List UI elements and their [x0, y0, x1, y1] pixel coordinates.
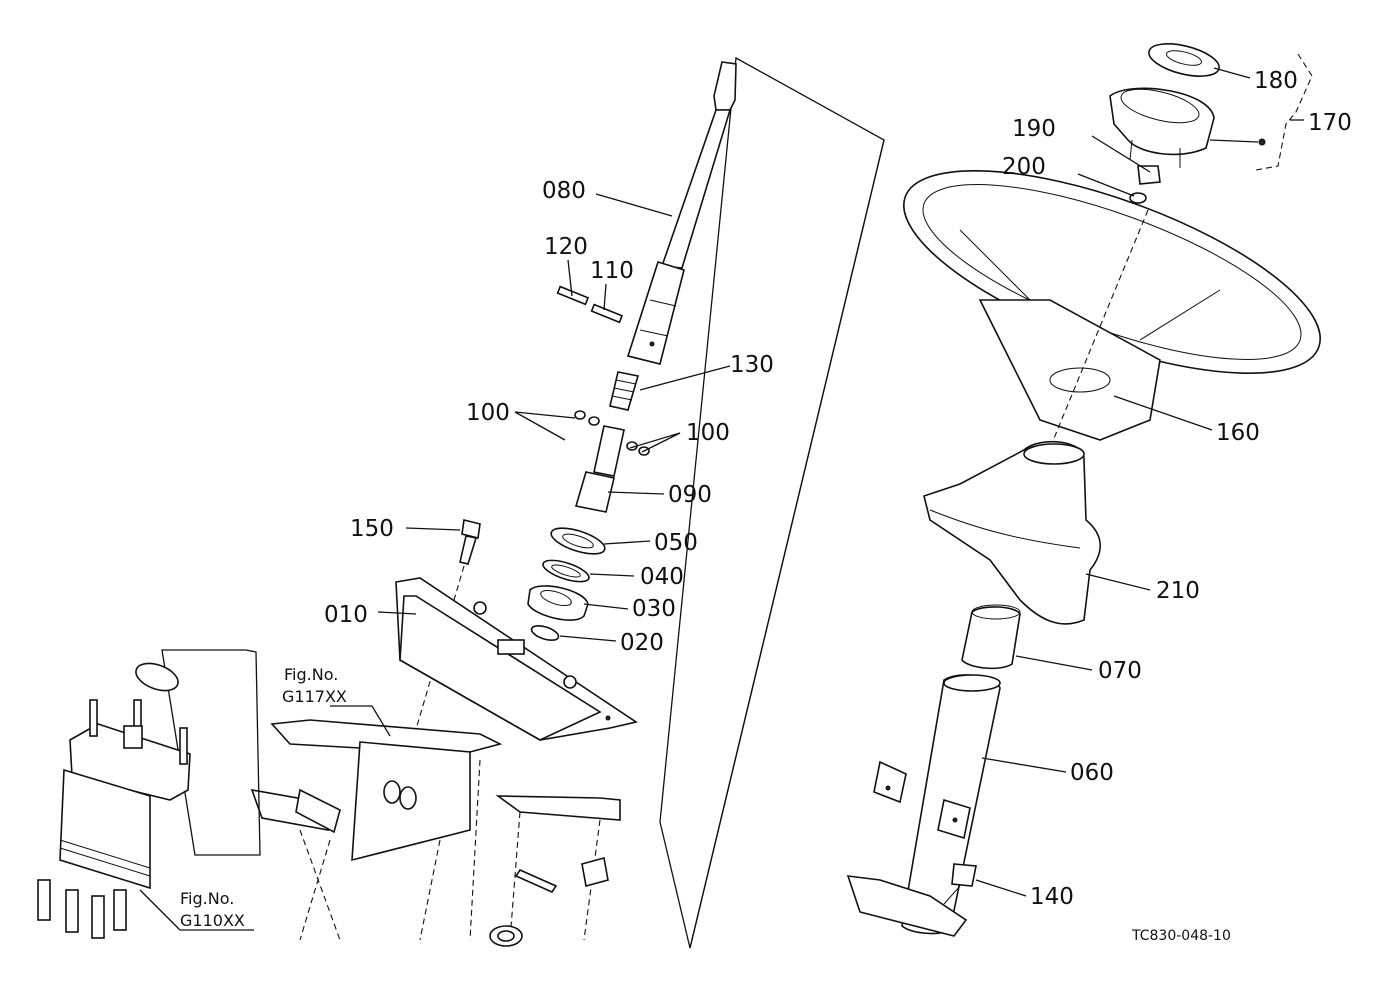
callout-070: 070 — [1098, 658, 1142, 684]
callout-030: 030 — [632, 596, 676, 622]
drawing-code: TC830-048-10 — [1131, 928, 1231, 944]
figure-references: Fig.No. G117XX Fig.No. G110XX — [180, 665, 347, 930]
steering-cover — [1109, 87, 1215, 156]
callout-150: 150 — [350, 516, 394, 542]
callout-080: 080 — [542, 178, 586, 204]
lower-shaft — [574, 425, 625, 513]
callout-100-right: 100 — [686, 420, 730, 446]
g110-group-outline — [161, 649, 261, 856]
roll-pin-110 — [590, 303, 624, 324]
callout-120: 120 — [544, 234, 588, 260]
callout-010: 010 — [324, 602, 368, 628]
roll-pin-120 — [556, 285, 590, 306]
o-ring-large — [135, 662, 179, 692]
callout-020: 020 — [620, 630, 664, 656]
callout-090: 090 — [668, 482, 712, 508]
callout-160: 160 — [1216, 420, 1260, 446]
callout-140: 140 — [1030, 884, 1074, 910]
steering-boot — [923, 440, 1101, 625]
callout-040: 040 — [640, 564, 684, 590]
steering-column — [846, 674, 1001, 937]
steering-shaft — [626, 61, 737, 365]
callout-170: 170 — [1308, 110, 1352, 136]
bolt — [459, 519, 481, 565]
kit-bracket-170 — [1255, 53, 1313, 171]
callout-180: 180 — [1254, 68, 1298, 94]
snap-ring — [542, 559, 590, 583]
callout-060: 060 — [1070, 760, 1114, 786]
ref-g110-line2: G110XX — [180, 911, 245, 930]
callout-100-left: 100 — [466, 400, 510, 426]
leader-lines — [139, 67, 1259, 931]
snap-ring-lower — [530, 625, 560, 641]
ref-g117-line2: G117XX — [282, 687, 347, 706]
callout-210: 210 — [1156, 578, 1200, 604]
column-bushing — [961, 604, 1021, 670]
o-ring — [588, 416, 600, 426]
spring — [609, 371, 640, 411]
column-bolt — [951, 863, 977, 887]
washer — [1129, 192, 1147, 204]
frame-assembly — [250, 719, 621, 947]
ball-bearing — [527, 585, 589, 621]
callout-130: 130 — [730, 352, 774, 378]
nut — [1137, 165, 1161, 185]
ref-g110-line1: Fig.No. — [180, 889, 234, 908]
callout-labels: 180 170 190 200 080 120 110 130 100 100 … — [324, 68, 1352, 910]
callout-110: 110 — [590, 258, 634, 284]
horn-cap — [1148, 43, 1220, 77]
steering-wheel — [903, 170, 1321, 441]
oil-seal — [550, 527, 606, 555]
callout-200: 200 — [1002, 154, 1046, 180]
ref-g117-line1: Fig.No. — [284, 665, 338, 684]
power-steering-unit — [37, 662, 191, 939]
callout-050: 050 — [654, 530, 698, 556]
callout-190: 190 — [1012, 116, 1056, 142]
steering-bracket — [395, 577, 638, 741]
o-ring — [574, 410, 586, 420]
